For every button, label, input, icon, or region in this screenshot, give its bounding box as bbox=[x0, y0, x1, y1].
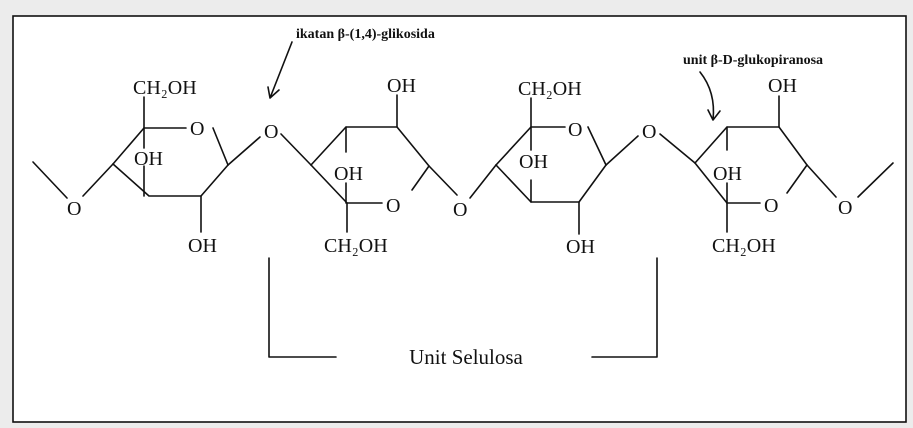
ring-4-oxygen: O bbox=[764, 195, 778, 217]
ring-1-oxygen: O bbox=[190, 118, 204, 140]
ring-3-inner-group: OH bbox=[519, 151, 548, 173]
glucose-ring-1: O CH₂OH OH OH bbox=[112, 77, 261, 257]
bridge-oxygen-2: O bbox=[453, 199, 467, 221]
bridge-bond bbox=[280, 133, 312, 166]
bridge-bond bbox=[82, 163, 114, 197]
bridge-oxygen-0: O bbox=[67, 198, 81, 220]
ring-1-bottom-group: OH bbox=[188, 235, 217, 257]
glucose-ring-4: O OH OH CH₂OH bbox=[694, 75, 837, 257]
ring-1-inner-group: OH bbox=[134, 148, 163, 170]
chain-end-right-bond bbox=[857, 162, 894, 198]
ring-2-bottom-group: CH₂OH bbox=[324, 235, 388, 257]
glucose-ring-3: O CH₂OH OH OH bbox=[495, 78, 639, 258]
unit-bracket-right bbox=[591, 257, 658, 358]
glucopyranose-unit-arrow bbox=[699, 71, 721, 121]
glucose-ring-2: O OH OH CH₂OH bbox=[310, 75, 458, 257]
figure-frame bbox=[12, 15, 907, 423]
ring-3-oxygen: O bbox=[568, 119, 582, 141]
ring-2-oxygen: O bbox=[386, 195, 400, 217]
ring-4-top-group: OH bbox=[768, 75, 797, 97]
bridge-bond bbox=[659, 133, 696, 164]
ring-1-top-group: CH₂OH bbox=[133, 77, 197, 99]
glycosidic-bond-annotation: ikatan β-(1,4)-glikosida bbox=[296, 27, 435, 42]
unit-caption: Unit Selulosa bbox=[409, 345, 523, 369]
ring-2-top-group: OH bbox=[387, 75, 416, 97]
bridge-oxygen-1: O bbox=[264, 121, 278, 143]
bridge-oxygen-3: O bbox=[642, 121, 656, 143]
ring-4-bottom-group: CH₂OH bbox=[712, 235, 776, 257]
glycosidic-bond-arrow bbox=[267, 41, 293, 99]
chain-end-left-bond bbox=[32, 161, 68, 199]
bridge-bond bbox=[469, 164, 497, 199]
unit-bracket-left bbox=[268, 257, 337, 358]
ring-2-inner-group: OH bbox=[334, 163, 363, 185]
ring-3-top-group: CH₂OH bbox=[518, 78, 582, 100]
ring-3-bottom-group: OH bbox=[566, 236, 595, 258]
bridge-oxygen-4: O bbox=[838, 197, 852, 219]
glucopyranose-unit-annotation: unit β-D-glukopiranosa bbox=[683, 53, 823, 68]
ring-4-inner-group: OH bbox=[713, 163, 742, 185]
